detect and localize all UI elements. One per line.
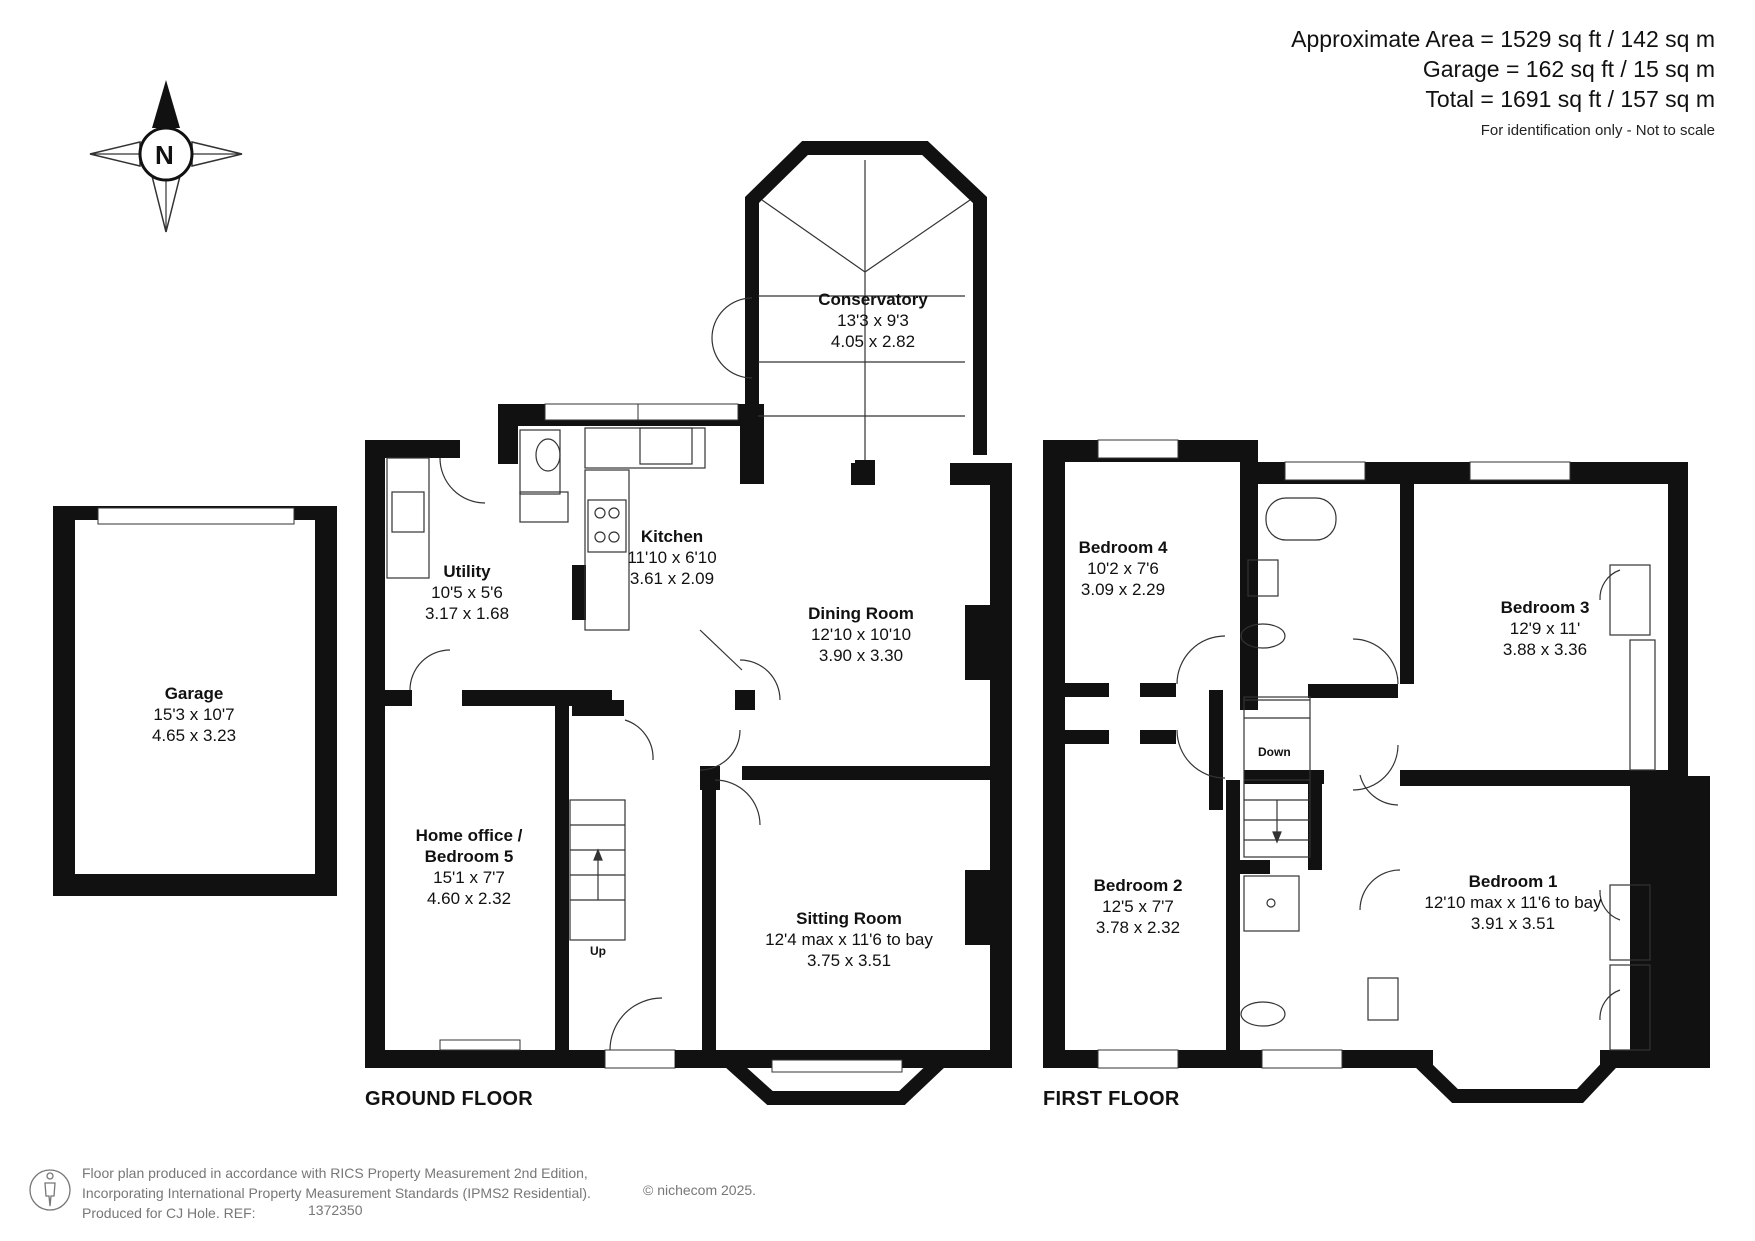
garage-walls — [53, 506, 337, 896]
reference-number: 1372350 — [308, 1202, 363, 1218]
first-floor-walls — [1043, 439, 1710, 1069]
kitchen-fixtures — [584, 427, 743, 671]
approximate-area: Approximate Area = 1529 sq ft / 142 sq m — [1291, 26, 1715, 52]
first-floor-title: FIRST FLOOR — [1043, 1088, 1180, 1110]
utility-fixtures — [386, 429, 741, 771]
footer-line-3: Produced for CJ Hole. REF: — [82, 1205, 256, 1221]
conservatory-outline — [745, 141, 987, 455]
compass-north-label: N — [155, 140, 174, 170]
ground-stairs — [569, 799, 626, 941]
footer-line-2: Incorporating International Property Mea… — [82, 1185, 591, 1201]
person-icon — [29, 1169, 71, 1211]
scale-note: For identification only - Not to scale — [1480, 122, 1715, 139]
ground-floor-title: GROUND FLOOR — [365, 1088, 534, 1110]
footer-line-1: Floor plan produced in accordance with R… — [82, 1165, 588, 1181]
first-floor-fixtures — [1176, 497, 1656, 1051]
garage-area: Garage = 162 sq ft / 15 sq m — [1422, 56, 1715, 82]
stairs-up-label: Up — [590, 944, 606, 958]
total-area: Total = 1691 sq ft / 157 sq m — [1425, 86, 1715, 112]
ground-doors — [609, 659, 781, 1051]
conservatory-glazing — [711, 160, 971, 470]
footer-text: Floor plan produced in accordance with R… — [82, 1163, 591, 1223]
copyright: © nichecom 2025. — [643, 1182, 757, 1198]
bedroom1-bay — [1415, 1056, 1618, 1103]
ground-floor-walls — [365, 403, 1012, 1073]
compass-rose-icon — [89, 80, 243, 233]
sitting-room-bay — [725, 1056, 945, 1105]
stairs-down-label: Down — [1258, 745, 1291, 759]
